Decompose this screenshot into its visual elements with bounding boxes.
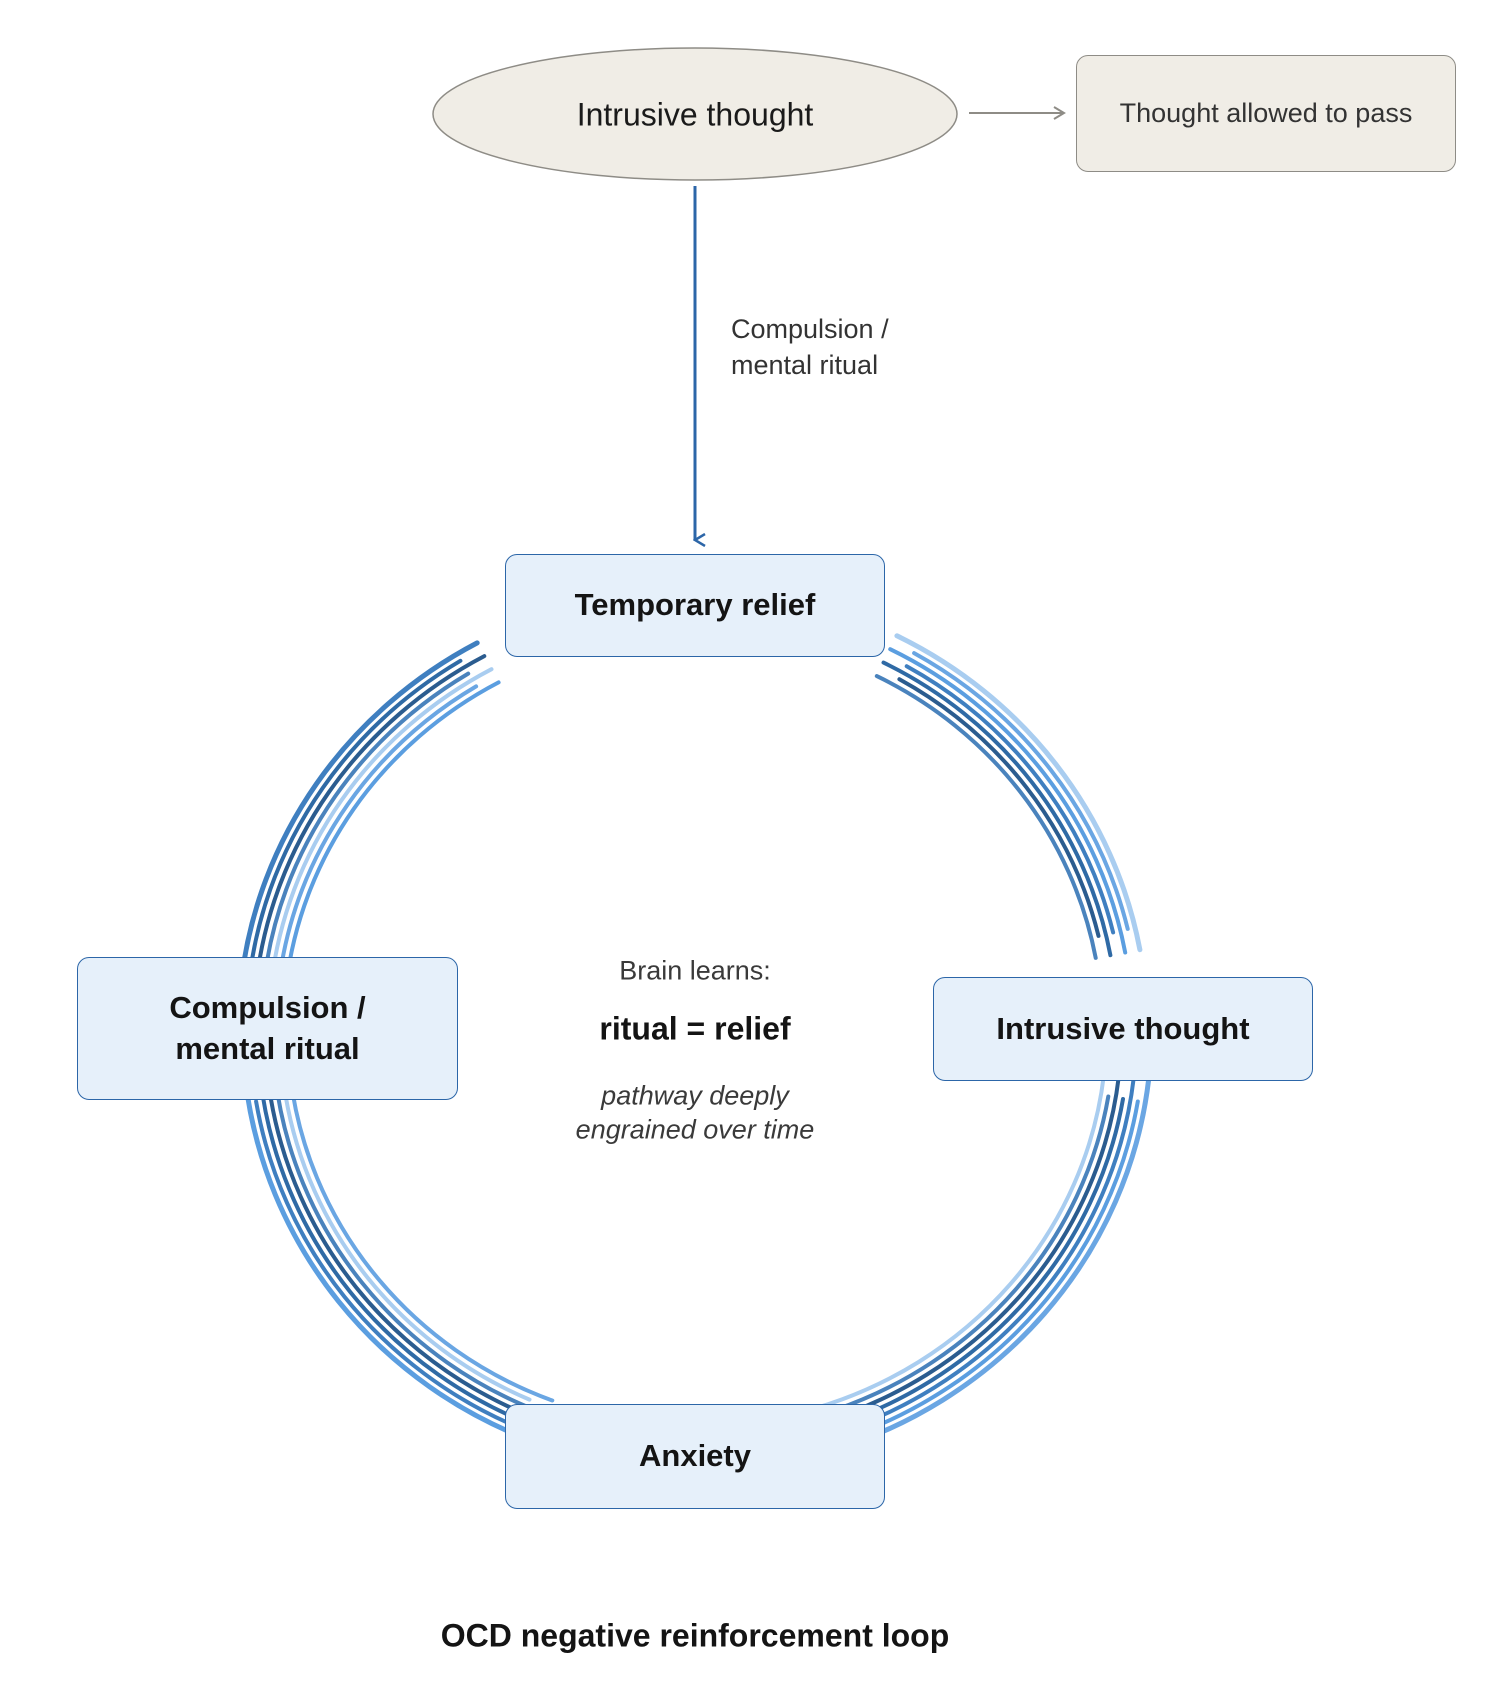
arc-compulsion-to-relief-stroke (254, 654, 487, 984)
arc-intrusive-to-anxiety-stroke (809, 1072, 1106, 1412)
compulsion-edge-label: Compulsion / mental ritual (731, 311, 889, 383)
arc-relief-to-intrusive-stroke (894, 633, 1143, 953)
thought-allowed-to-pass-node: Thought allowed to pass (1076, 55, 1456, 172)
arc-intrusive-to-anxiety-stroke (818, 1076, 1136, 1440)
temporary-relief-label: Temporary relief (574, 587, 816, 623)
arc-relief-to-intrusive-stroke (897, 677, 1101, 938)
brain-learns-text: Brain learns: (619, 955, 771, 986)
arc-intrusive-to-anxiety-stroke (822, 1077, 1152, 1455)
arc-anxiety-to-compulsion-stroke (242, 1077, 539, 1446)
arc-anxiety-to-compulsion-stroke (268, 1097, 526, 1416)
anxiety-node: Anxiety (505, 1404, 885, 1509)
edge-label-line-2: mental ritual (731, 350, 879, 380)
diagram-title: OCD negative reinforcement loop (440, 1617, 950, 1654)
arc-compulsion-to-relief-stroke (250, 658, 463, 961)
arc-relief-to-intrusive-stroke (912, 651, 1130, 931)
arc-anxiety-to-compulsion-stroke (254, 1099, 520, 1430)
arc-relief-to-intrusive-stroke (904, 664, 1116, 935)
arc-compulsion-to-relief-stroke (238, 640, 480, 983)
arc-relief-to-intrusive-stroke (874, 674, 1098, 960)
arc-compulsion-to-relief-stroke (265, 671, 471, 963)
pathway-note-line-2: engrained over time (575, 1114, 815, 1145)
arc-compulsion-to-relief-stroke (269, 667, 494, 986)
compulsion-label-line-2: mental ritual (175, 1030, 360, 1066)
arc-compulsion-to-relief-stroke (284, 680, 501, 988)
compulsion-label-line-1: Compulsion / (169, 990, 366, 1026)
arc-relief-to-intrusive-stroke (888, 647, 1128, 955)
arc-intrusive-to-anxiety-stroke (814, 1074, 1121, 1426)
pathway-note-line-1: pathway deeply (601, 1080, 789, 1111)
arc-compulsion-to-relief-stroke (279, 684, 479, 966)
arc-anxiety-to-compulsion-stroke (283, 1094, 532, 1402)
ritual-relief-equation: ritual = relief (599, 1010, 791, 1047)
intrusive-thought-ellipse (432, 47, 958, 181)
arc-anxiety-to-compulsion-stroke (258, 1076, 544, 1431)
intrusive-thought-label: Intrusive thought (576, 96, 814, 133)
arc-relief-to-intrusive-stroke (881, 660, 1113, 958)
arc-intrusive-to-anxiety-stroke (832, 1094, 1111, 1412)
arc-anxiety-to-compulsion-stroke (288, 1072, 555, 1403)
loop-intrusive-thought-node: Intrusive thought (933, 977, 1313, 1081)
arc-intrusive-to-anxiety-stroke (837, 1097, 1125, 1426)
arc-intrusive-to-anxiety-stroke (842, 1099, 1140, 1441)
temporary-relief-node: Temporary relief (505, 554, 885, 657)
anxiety-label: Anxiety (639, 1438, 751, 1474)
arc-anxiety-to-compulsion-stroke (273, 1074, 549, 1417)
loop-pathway-strokes (238, 633, 1152, 1455)
compulsion-node: Compulsion / mental ritual (77, 957, 458, 1100)
edge-label-line-1: Compulsion / (731, 314, 889, 344)
loop-intrusive-thought-label: Intrusive thought (996, 1010, 1250, 1046)
thought-allowed-to-pass-label: Thought allowed to pass (1119, 98, 1413, 128)
